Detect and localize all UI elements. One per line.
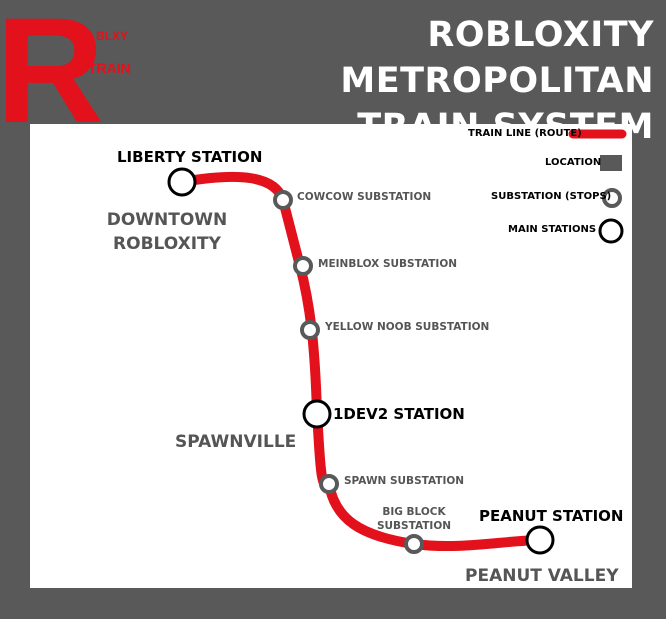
legend-main-station-swatch bbox=[598, 218, 624, 244]
route-layer bbox=[167, 129, 627, 555]
station-label-liberty: LIBERTY STATION bbox=[117, 148, 263, 166]
station-label-peanut: PEANUT STATION bbox=[479, 507, 624, 525]
logo-brand-bottom: TRAIN bbox=[88, 60, 131, 76]
main-station-marker-1dev2 bbox=[302, 399, 332, 429]
train-line-route bbox=[177, 171, 545, 552]
robloxity-train-logo: R BLXY TRAIN bbox=[0, 0, 131, 126]
area-label-downtown-robloxity: DOWNTOWN ROBLOXITY bbox=[104, 208, 230, 256]
substation-marker-meinblox bbox=[293, 256, 313, 276]
area-label-peanut-valley: PEANUT VALLEY bbox=[465, 566, 619, 586]
title-line-1: ROBLOXITY METROPOLITAN bbox=[340, 15, 654, 101]
legend-label-main-stations: MAIN STATIONS bbox=[508, 224, 597, 235]
substation-marker-big-block bbox=[404, 534, 424, 554]
substation-marker-spawn bbox=[319, 474, 339, 494]
station-label-1dev2: 1DEV2 STATION bbox=[333, 405, 465, 423]
downtown-line-1: DOWNTOWN bbox=[106, 210, 228, 230]
substation-label-big-block: BIG BLOCK SUBSTATION bbox=[376, 505, 452, 533]
substation-label-yellow-noob: YELLOW NOOB SUBSTATION bbox=[325, 321, 490, 333]
logo-brand-top: BLXY bbox=[96, 29, 128, 43]
legend-label-location: LOCATION bbox=[545, 157, 602, 168]
substation-label-cowcow: COWCOW SUBSTATION bbox=[297, 191, 432, 203]
substation-marker-cowcow bbox=[273, 190, 293, 210]
legend-label-substation: SUBSTATION (STOPS) bbox=[491, 191, 612, 202]
legend-label-route: TRAIN LINE (ROUTE) bbox=[468, 128, 582, 139]
substation-label-spawn: SPAWN SUBSTATION bbox=[344, 475, 465, 487]
substation-marker-yellow-noob bbox=[300, 320, 320, 340]
legend-location-swatch bbox=[600, 155, 622, 171]
big-block-line-1: BIG BLOCK bbox=[382, 506, 446, 518]
main-station-marker-liberty bbox=[167, 167, 197, 197]
substation-label-meinblox: MEINBLOX SUBSTATION bbox=[318, 258, 458, 270]
area-label-spawnville: SPAWNVILLE bbox=[175, 432, 297, 452]
big-block-line-2: SUBSTATION bbox=[376, 520, 452, 532]
legend-substation-swatch bbox=[602, 188, 622, 208]
logo-letter: R bbox=[0, 0, 104, 126]
train-map: LIBERTY STATION 1DEV2 STATION PEANUT STA… bbox=[30, 124, 632, 588]
main-station-marker-peanut bbox=[525, 525, 555, 555]
downtown-line-2: ROBLOXITY bbox=[113, 234, 221, 254]
